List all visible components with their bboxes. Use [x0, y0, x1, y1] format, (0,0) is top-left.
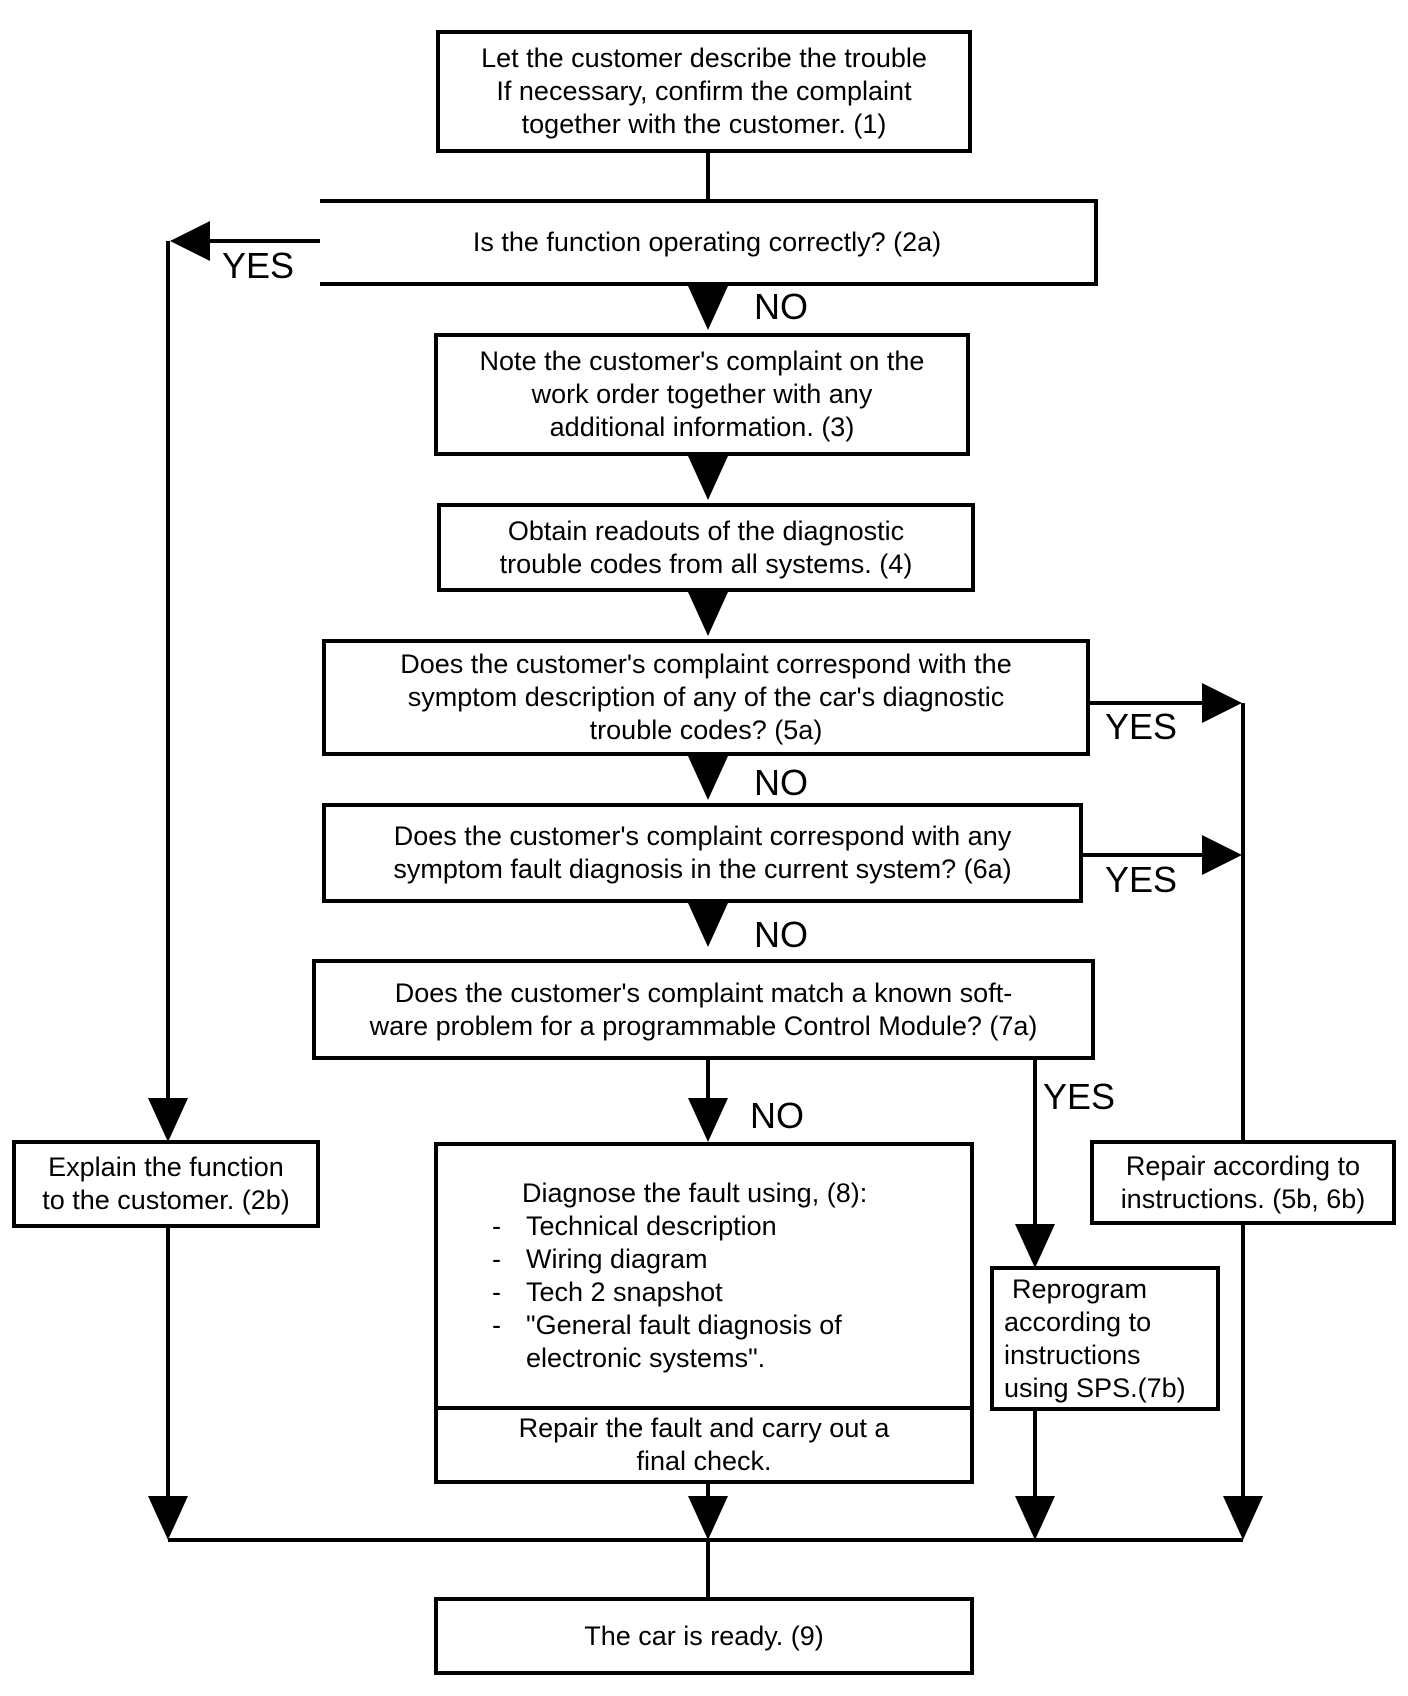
- arrow-6a-7a: [688, 903, 728, 947]
- node-text: Repair according to: [1125, 1150, 1361, 1181]
- node-repair-instructions: Repair according to instructions. (5b, 6…: [1090, 1140, 1396, 1225]
- arrow-2b-bus: [148, 1496, 188, 1540]
- node-explain-function: Explain the function to the customer. (2…: [12, 1140, 320, 1228]
- node-text: additional information. (3): [549, 412, 855, 442]
- list-item: -Wiring diagram: [492, 1244, 708, 1274]
- arrow-3-4: [688, 456, 728, 500]
- node-note-complaint: Note the customer's complaint on the wor…: [434, 333, 970, 456]
- label-yes-6a: YES: [1105, 859, 1178, 900]
- node-text: Let the customer describe the trouble: [481, 43, 927, 73]
- arrow-7a-8: [688, 1098, 728, 1142]
- node-text: instructions: [1004, 1339, 1141, 1370]
- node-text: to the customer. (2b): [42, 1185, 290, 1215]
- connector-2a-yes: [192, 201, 324, 243]
- node-text: symptom fault diagnosis in the current s…: [393, 854, 1012, 884]
- node-text: Repair the fault and carry out a: [518, 1413, 890, 1443]
- node-text: trouble codes? (5a): [589, 715, 823, 745]
- list-item: -"General fault diagnosis of: [492, 1310, 842, 1340]
- node-describe-trouble: Let the customer describe the trouble If…: [436, 30, 972, 153]
- label-no-7a: NO: [750, 1095, 804, 1136]
- label-yes-7a: YES: [1043, 1076, 1116, 1117]
- node-text: If necessary, confirm the complaint: [496, 76, 912, 106]
- list-item: electronic systems".: [526, 1343, 766, 1373]
- node-function-operating-decision: Is the function operating correctly? (2a…: [320, 199, 1098, 286]
- node-text: according to: [1004, 1306, 1152, 1337]
- arrow-into-2b: [148, 1098, 188, 1142]
- node-repair-final-check: Repair the fault and carry out a final c…: [434, 1406, 974, 1484]
- arrow-2a-3: [688, 286, 728, 330]
- node-text: symptom description of any of the car's …: [407, 682, 1005, 712]
- node-text: Does the customer's complaint correspond…: [393, 821, 1012, 851]
- arrow-5a-yes: [1202, 683, 1242, 723]
- node-car-ready: The car is ready. (9): [434, 1597, 974, 1675]
- label-yes-2a: YES: [222, 245, 295, 286]
- label-yes-5a: YES: [1105, 706, 1178, 747]
- node-text: Reprogram: [1012, 1273, 1148, 1304]
- node-obtain-readouts: Obtain readouts of the diagnostic troubl…: [437, 503, 975, 592]
- node-text: Does the customer's complaint correspond…: [400, 649, 1012, 679]
- node-complaint-symptom-decision: Does the customer's complaint correspond…: [322, 803, 1083, 903]
- list-item: -Tech 2 snapshot: [492, 1277, 723, 1307]
- arrow-7b-bus: [1015, 1496, 1055, 1540]
- arrow-6a-yes: [1202, 835, 1242, 875]
- node-software-problem-decision: Does the customer's complaint match a kn…: [312, 959, 1095, 1060]
- node-text: instructions. (5b, 6b): [1120, 1183, 1366, 1214]
- node-text: Obtain readouts of the diagnostic: [507, 515, 905, 546]
- node-text: final check.: [636, 1446, 772, 1476]
- node-complaint-dtc-decision: Does the customer's complaint correspond…: [322, 639, 1090, 756]
- node-reprogram-sps: Reprogram according to instructions usin…: [990, 1266, 1220, 1411]
- label-no-2a: NO: [754, 286, 808, 327]
- arrow-into-7b: [1015, 1224, 1055, 1268]
- label-no-6a: NO: [754, 914, 808, 955]
- node-text: The car is ready. (9): [584, 1620, 824, 1651]
- node-diagnose-fault: Diagnose the fault using, (8): -Technica…: [434, 1142, 974, 1410]
- node-text: Is the function operating correctly? (2a…: [472, 227, 942, 257]
- arrow-4-5a: [688, 592, 728, 636]
- arrow-2a-yes: [170, 221, 210, 261]
- label-no-5a: NO: [754, 762, 808, 803]
- diagnose-heading: Diagnose the fault using, (8):: [522, 1178, 868, 1208]
- node-text: using SPS.(7b): [1004, 1372, 1186, 1403]
- node-text: together with the customer. (1): [521, 109, 887, 139]
- node-text: trouble codes from all systems. (4): [499, 548, 913, 579]
- node-text: ware problem for a programmable Control …: [369, 1010, 1038, 1041]
- arrow-5b6b-bus: [1223, 1496, 1263, 1540]
- node-text: work order together with any: [531, 379, 873, 409]
- arrow-8-bus: [688, 1496, 728, 1540]
- node-text: Does the customer's complaint match a kn…: [394, 977, 1013, 1008]
- diagnose-methods-list: -Technical description -Wiring diagram -…: [486, 1210, 842, 1375]
- node-text: Explain the function: [48, 1152, 284, 1182]
- list-item: -Technical description: [492, 1211, 777, 1241]
- arrow-5a-6a: [688, 756, 728, 800]
- node-text: Note the customer's complaint on the: [479, 346, 925, 376]
